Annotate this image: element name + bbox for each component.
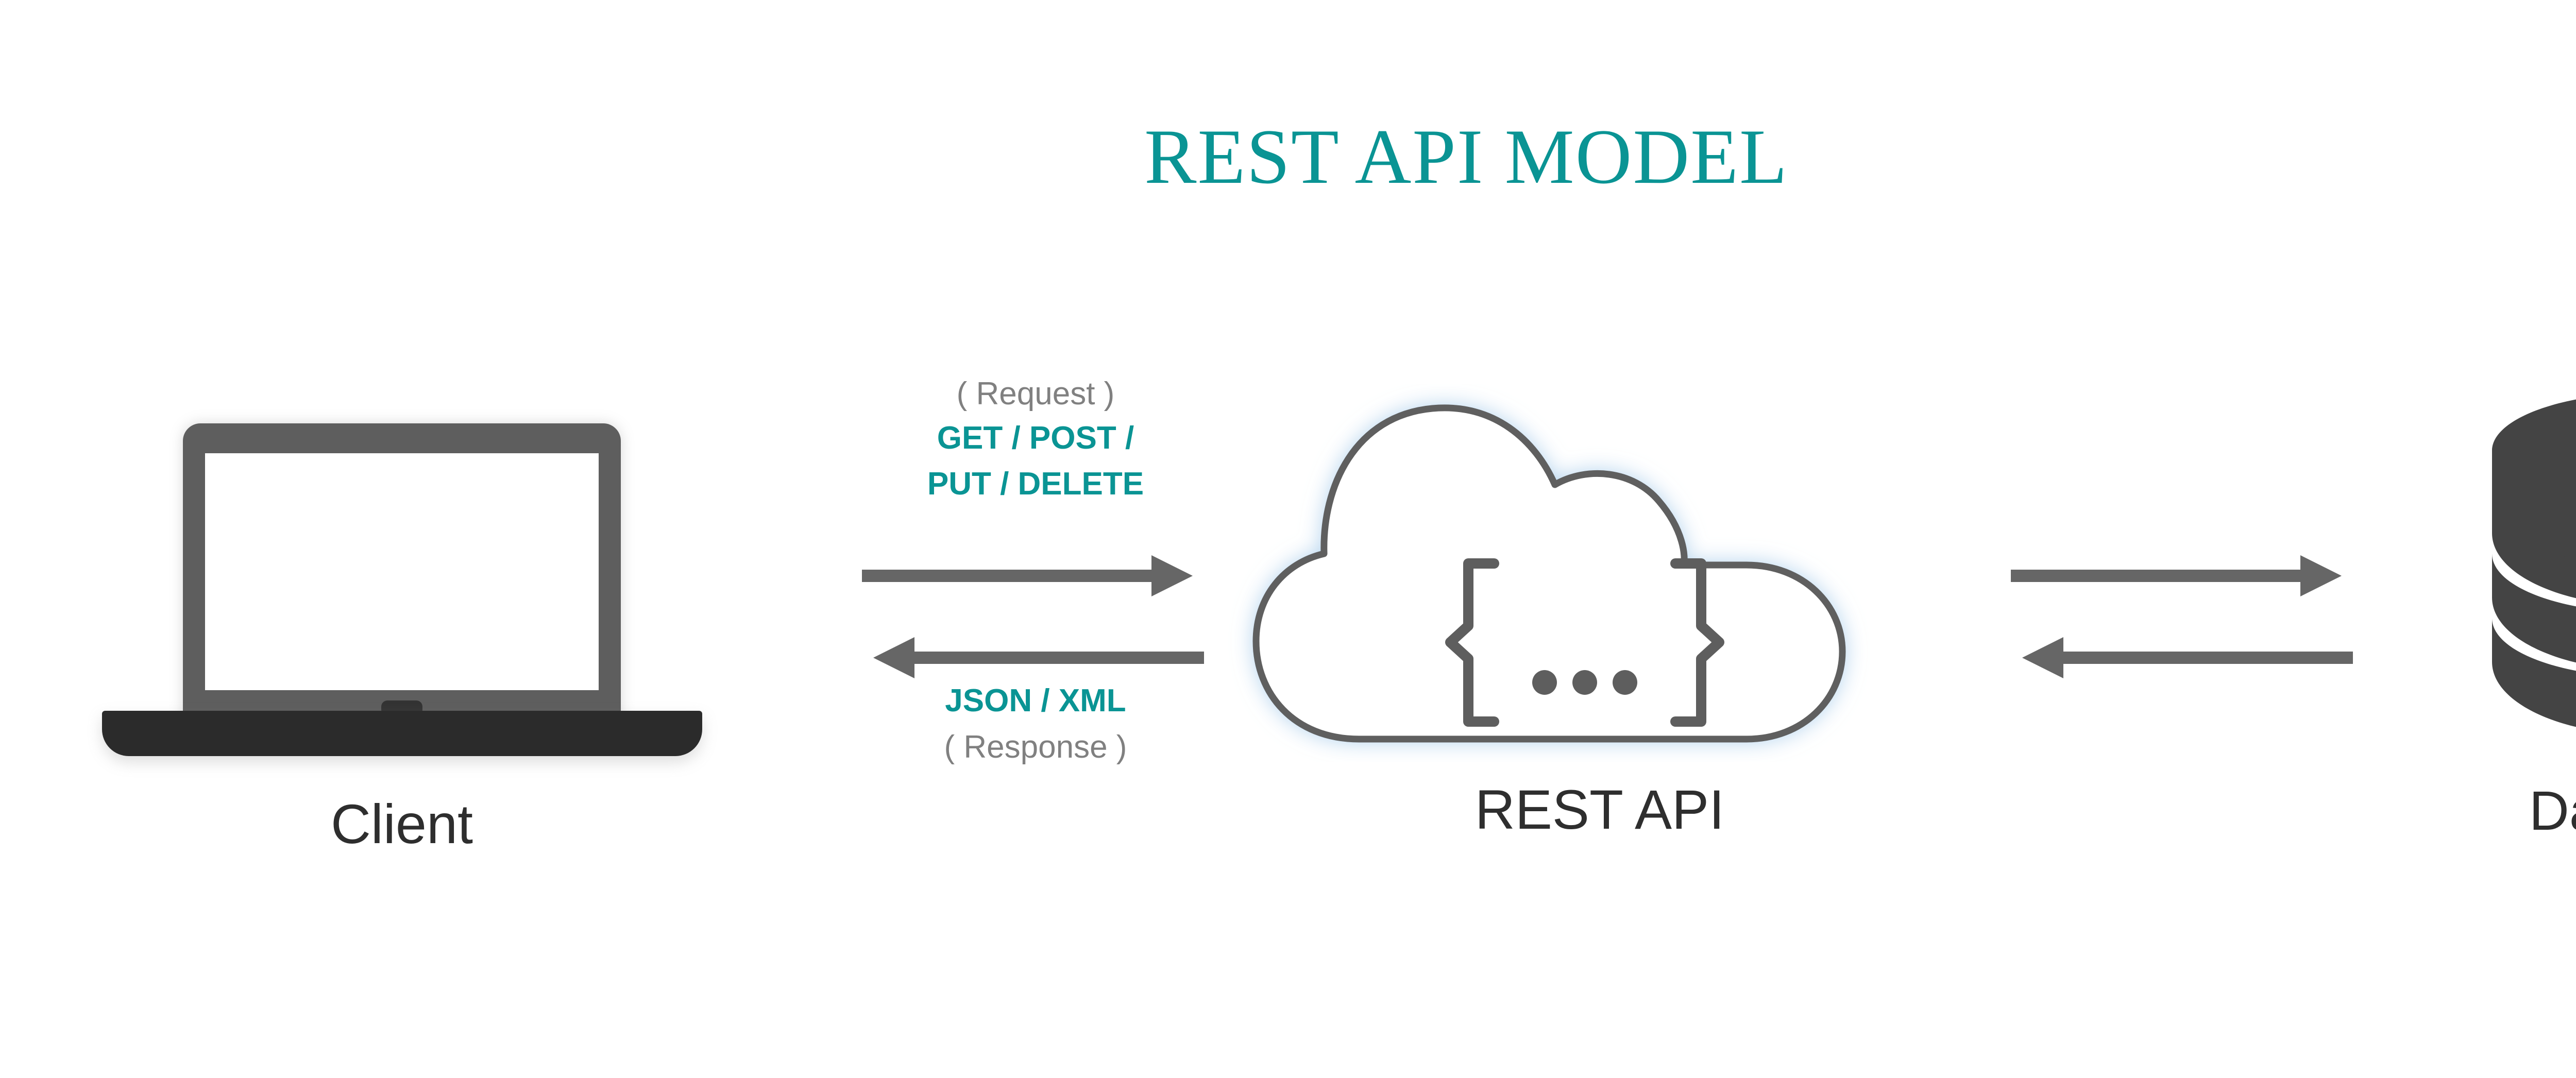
ellipsis-dots-icon	[1532, 670, 1637, 695]
response-formats: JSON / XML	[945, 683, 1126, 718]
laptop-lid	[183, 423, 621, 727]
client-label: Client	[330, 793, 473, 855]
cloud-shape	[1252, 404, 1846, 743]
arrow-right-icon	[2011, 555, 2342, 596]
curly-brace-left-icon	[1445, 558, 1499, 727]
database-cylinder	[2492, 399, 2576, 727]
node-database: Database	[2391, 384, 2576, 839]
laptop-screen	[205, 453, 599, 690]
arrows-client-api	[853, 553, 1213, 681]
response-flow-labels: JSON / XML ( Response )	[829, 682, 1242, 765]
node-rest-api: REST API	[1226, 384, 1973, 837]
curly-brace-right-icon	[1670, 558, 1724, 727]
db-disk-1-top	[2492, 399, 2576, 560]
request-caption: ( Request )	[956, 376, 1115, 412]
rest-api-label: REST API	[1475, 778, 1725, 841]
response-caption: ( Response )	[944, 729, 1127, 765]
request-methods-line-1: GET / POST /	[937, 420, 1134, 456]
db-disk-3	[2492, 554, 2576, 663]
page-title: REST API MODEL	[1144, 113, 1788, 200]
request-methods-line-2: PUT / DELETE	[927, 466, 1144, 502]
db-disk-4	[2492, 618, 2576, 727]
arrows-api-database	[2002, 553, 2362, 681]
database-icon	[2391, 384, 2576, 762]
database-label: Database	[2529, 779, 2576, 842]
request-flow-labels: ( Request ) GET / POST / PUT / DELETE	[829, 376, 1242, 503]
cloud-icon	[1226, 384, 1973, 762]
node-client: Client	[93, 402, 711, 852]
laptop-base	[102, 711, 702, 756]
arrow-left-icon	[2022, 637, 2353, 678]
laptop-icon	[93, 402, 711, 762]
arrow-right-icon	[862, 555, 1193, 596]
arrow-left-icon	[873, 637, 1204, 678]
